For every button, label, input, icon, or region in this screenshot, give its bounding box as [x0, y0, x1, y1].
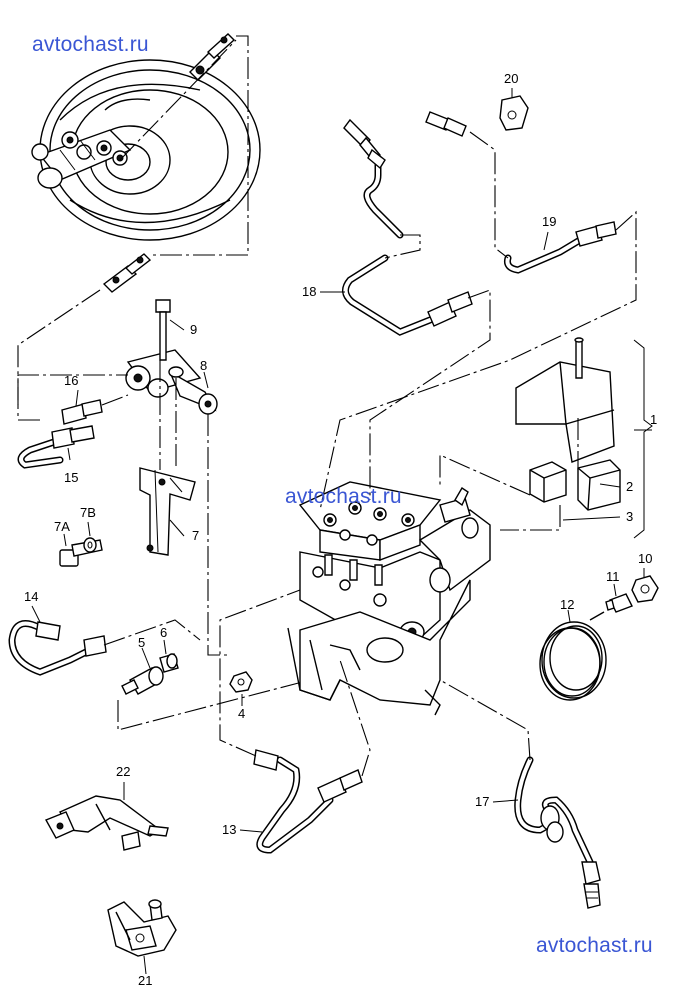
callout-22: 22 — [116, 764, 131, 779]
abs-mounting-bracket — [287, 579, 471, 716]
callout-1: 1 — [650, 412, 658, 427]
washer-7b — [83, 537, 97, 553]
valve-5 — [121, 666, 164, 695]
abs-hydraulic-unit — [298, 481, 491, 646]
brake-booster — [31, 59, 261, 241]
callout-17: 17 — [475, 794, 490, 809]
callout-5: 5 — [138, 635, 146, 650]
callout-19: 19 — [542, 214, 557, 229]
callout-16: 16 — [64, 373, 79, 388]
brake-line-18 — [342, 118, 473, 336]
callout-8: 8 — [200, 358, 208, 373]
brake-line-19 — [425, 111, 617, 274]
brake-line-14 — [8, 620, 107, 676]
callout-11: 11 — [606, 569, 620, 584]
clip-20 — [499, 95, 529, 131]
callout-7b: 7B — [80, 505, 96, 520]
relay-large — [577, 459, 621, 511]
callout-20: 20 — [504, 71, 519, 86]
callout-9: 9 — [190, 322, 198, 337]
sensor-wire-17 — [514, 756, 601, 909]
booster-top-fitting — [189, 33, 236, 81]
callout-7: 7 — [192, 528, 200, 543]
watermark-center: avtochast.ru — [285, 485, 402, 508]
callout-14: 14 — [24, 589, 39, 604]
holder-22 — [45, 795, 169, 851]
callout-4: 4 — [238, 706, 246, 721]
bushing-6 — [159, 653, 179, 673]
brake-line-15 — [17, 425, 95, 469]
pressure-regulator-tee — [125, 299, 218, 415]
callout-6: 6 — [160, 625, 168, 640]
relay-cover — [515, 337, 615, 463]
bolt-11 — [605, 593, 633, 613]
callout-13: 13 — [222, 822, 237, 837]
callout-10: 10 — [638, 551, 653, 566]
relay-small — [529, 461, 567, 503]
callout-7a: 7A — [54, 519, 70, 534]
sensor-cable-coil-12 — [539, 611, 607, 701]
callout-18: 18 — [302, 284, 317, 299]
callout-12: 12 — [560, 597, 575, 612]
callout-leaders — [31, 88, 652, 975]
callout-15: 15 — [64, 470, 79, 485]
brake-line-13 — [253, 749, 363, 854]
watermark-bottom-right: avtochast.ru — [536, 934, 653, 957]
watermark-top-left: avtochast.ru — [32, 33, 149, 56]
callout-2: 2 — [626, 479, 634, 494]
callout-3: 3 — [626, 509, 634, 524]
brake-line-16 — [61, 399, 103, 425]
grommet-10 — [631, 575, 659, 603]
booster-bottom-fitting — [102, 253, 152, 293]
callout-21: 21 — [138, 973, 153, 987]
holder-21 — [107, 899, 177, 957]
mounting-bracket — [139, 467, 196, 556]
nut-4 — [229, 671, 253, 693]
